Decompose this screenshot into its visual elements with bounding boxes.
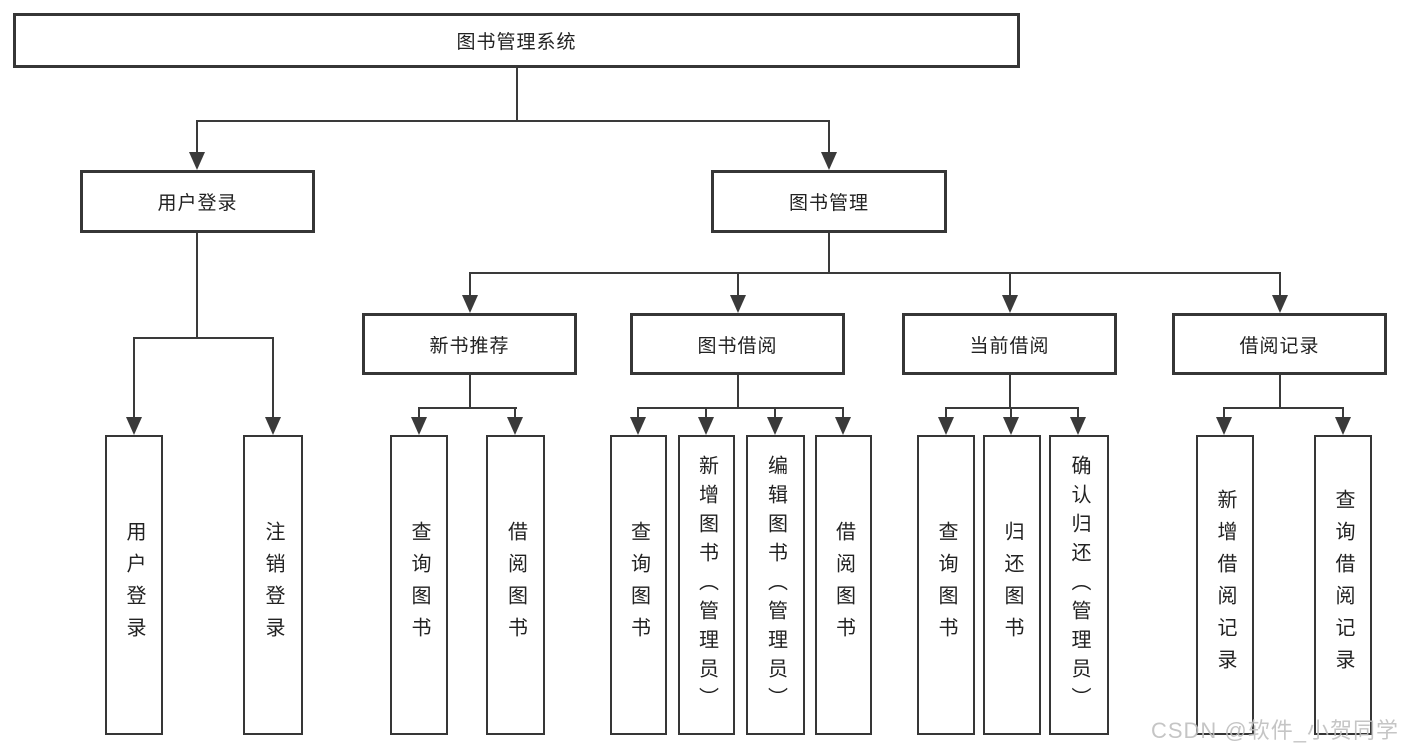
connector-vline xyxy=(196,233,198,339)
node-label: 借阅记录 xyxy=(1239,335,1320,357)
leaf-label: 确认归还（管理员） xyxy=(1068,454,1090,716)
node-library-system: 图书管理系统 xyxy=(13,13,1020,68)
leaf-query-books-recommend: 查询图书 xyxy=(390,435,448,735)
connector-vline xyxy=(1279,272,1281,298)
connector-vline xyxy=(133,337,135,421)
connector-hline xyxy=(196,120,830,122)
leaf-label: 查询图书 xyxy=(935,521,957,649)
connector-vline xyxy=(196,120,198,156)
node-label: 用户登录 xyxy=(157,193,238,214)
leaf-label: 查询图书 xyxy=(408,521,430,649)
connector-vline xyxy=(1223,407,1225,421)
connector-arrowhead xyxy=(1216,417,1232,435)
connector-vline xyxy=(469,272,471,298)
connector-arrowhead xyxy=(265,417,281,435)
node-book-borrow: 图书借阅 xyxy=(630,313,845,375)
node-label: 当前借阅 xyxy=(969,335,1050,357)
connector-vline xyxy=(737,375,739,409)
connector-vline xyxy=(1009,375,1011,409)
connector-hline xyxy=(418,407,517,409)
leaf-add-book-admin: 新增图书（管理员） xyxy=(678,435,735,735)
connector-vline xyxy=(737,272,739,298)
leaf-logout: 注销登录 xyxy=(243,435,303,735)
connector-arrowhead xyxy=(1272,295,1288,313)
node-label: 图书管理系统 xyxy=(456,32,577,53)
connector-vline xyxy=(1077,407,1079,421)
watermark: CSDN @软件_小贺同学 xyxy=(1150,718,1399,743)
connector-arrowhead xyxy=(821,152,837,170)
node-user-login: 用户登录 xyxy=(80,170,315,233)
connector-arrowhead xyxy=(835,417,851,435)
connector-arrowhead xyxy=(126,417,142,435)
leaf-return-book: 归还图书 xyxy=(983,435,1041,735)
connector-vline xyxy=(1010,407,1012,421)
connector-arrowhead xyxy=(189,152,205,170)
connector-hline xyxy=(469,272,1281,274)
leaf-label: 借阅图书 xyxy=(832,521,855,649)
connector-hline xyxy=(133,337,274,339)
node-book-management: 图书管理 xyxy=(711,170,947,233)
connector-hline xyxy=(1223,407,1343,409)
node-label: 新书推荐 xyxy=(429,335,510,357)
connector-vline xyxy=(516,68,518,122)
leaf-label: 借阅图书 xyxy=(504,521,527,649)
connector-arrowhead xyxy=(507,417,523,435)
connector-arrowhead xyxy=(411,417,427,435)
leaf-borrow-books-recommend: 借阅图书 xyxy=(486,435,545,735)
leaf-label: 编辑图书（管理员） xyxy=(764,454,787,716)
connector-vline xyxy=(469,375,471,409)
leaf-add-borrow-record: 新增借阅记录 xyxy=(1196,435,1254,735)
connector-vline xyxy=(514,407,516,421)
connector-vline xyxy=(418,407,420,421)
connector-vline xyxy=(1279,375,1281,409)
connector-vline xyxy=(828,120,830,156)
connector-vline xyxy=(1342,407,1344,421)
leaf-confirm-return-admin: 确认归还（管理员） xyxy=(1049,435,1109,735)
connector-arrowhead xyxy=(1070,417,1086,435)
leaf-label: 归还图书 xyxy=(1001,521,1023,649)
node-label: 图书借阅 xyxy=(697,335,778,357)
connector-hline xyxy=(637,407,844,409)
connector-arrowhead xyxy=(698,417,714,435)
connector-vline xyxy=(1009,272,1011,298)
connector-vline xyxy=(774,407,776,421)
leaf-borrow-books: 借阅图书 xyxy=(815,435,872,735)
connector-arrowhead xyxy=(730,295,746,313)
connector-vline xyxy=(272,337,274,421)
node-label: 图书管理 xyxy=(788,193,869,214)
connector-arrowhead xyxy=(1003,417,1019,435)
connector-arrowhead xyxy=(1335,417,1351,435)
connector-hline xyxy=(945,407,1079,409)
connector-arrowhead xyxy=(938,417,954,435)
node-current-borrow: 当前借阅 xyxy=(902,313,1117,375)
leaf-label: 注销登录 xyxy=(262,521,284,649)
leaf-query-books-current: 查询图书 xyxy=(917,435,975,735)
leaf-label: 用户登录 xyxy=(123,521,145,649)
leaf-label: 新增借阅记录 xyxy=(1214,489,1236,681)
connector-arrowhead xyxy=(462,295,478,313)
leaf-user-login: 用户登录 xyxy=(105,435,163,735)
leaf-label: 新增图书（管理员） xyxy=(695,454,718,716)
leaf-query-borrow-record: 查询借阅记录 xyxy=(1314,435,1372,735)
connector-vline xyxy=(705,407,707,421)
node-new-book-recommend: 新书推荐 xyxy=(362,313,577,375)
connector-vline xyxy=(945,407,947,421)
connector-arrowhead xyxy=(1002,295,1018,313)
node-borrow-records: 借阅记录 xyxy=(1172,313,1387,375)
leaf-label: 查询图书 xyxy=(627,521,650,649)
leaf-label: 查询借阅记录 xyxy=(1332,489,1354,681)
connector-vline xyxy=(637,407,639,421)
connector-vline xyxy=(828,233,830,274)
leaf-edit-book-admin: 编辑图书（管理员） xyxy=(746,435,805,735)
leaf-query-books-borrow: 查询图书 xyxy=(610,435,667,735)
connector-arrowhead xyxy=(630,417,646,435)
connector-arrowhead xyxy=(767,417,783,435)
connector-vline xyxy=(842,407,844,421)
